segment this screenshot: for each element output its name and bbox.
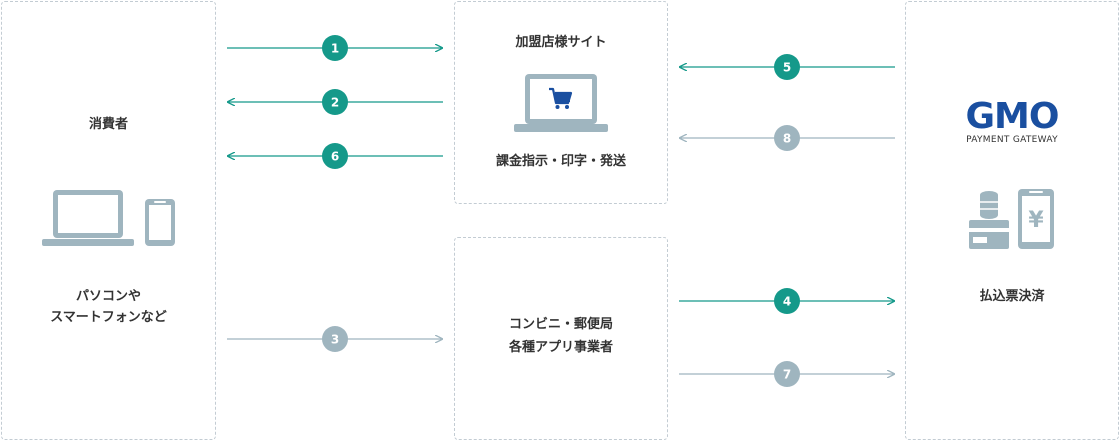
convenience-line1: コンビニ・郵便局	[508, 317, 613, 332]
svg-text:GMO: GMO	[966, 96, 1059, 137]
arrow-step-2: 2	[228, 89, 443, 115]
arrow-step-5: 5	[680, 54, 895, 80]
cart-icon	[549, 87, 573, 109]
step-1-number: 1	[331, 42, 339, 56]
step-7-number: 7	[783, 368, 791, 382]
arrow-step-7: 7	[679, 361, 894, 387]
consumer-device-line2: スマートフォンなど	[50, 310, 167, 325]
gmo-logo: GMO	[966, 96, 1060, 137]
smartphone-icon	[145, 199, 175, 246]
step-6-number: 6	[331, 150, 339, 164]
step-3-number: 3	[331, 333, 339, 347]
convenience-box	[454, 237, 668, 440]
shopping-cart-laptop-icon	[514, 74, 608, 132]
consumer-device-line1: パソコンや	[75, 289, 141, 304]
gmo-box	[905, 1, 1119, 440]
step-2-number: 2	[331, 96, 339, 110]
convenience-line2: 各種アプリ事業者	[508, 340, 613, 355]
merchant-title: 加盟店様サイト	[515, 35, 607, 50]
merchant-desc: 課金指示・印字・発送	[495, 154, 626, 169]
step-8-number: 8	[783, 132, 791, 146]
consumer-title: 消費者	[88, 117, 128, 132]
step-5-number: 5	[783, 61, 791, 75]
step-4-number: 4	[783, 295, 791, 309]
arrow-step-3: 3	[227, 326, 442, 352]
gmo-logo-sub: PAYMENT GATEWAY	[966, 135, 1058, 145]
arrow-step-6: 6	[228, 143, 443, 169]
coins-icon	[980, 191, 998, 219]
yen-phone-icon: ¥	[1018, 189, 1054, 249]
svg-text:¥: ¥	[1028, 208, 1044, 233]
gmo-title: 払込票決済	[979, 289, 1045, 304]
arrow-step-1: 1	[227, 35, 442, 61]
laptop-icon	[42, 190, 134, 246]
payment-slip-icon	[969, 220, 1009, 249]
arrow-step-4: 4	[679, 288, 894, 314]
arrow-step-8: 8	[680, 125, 895, 151]
